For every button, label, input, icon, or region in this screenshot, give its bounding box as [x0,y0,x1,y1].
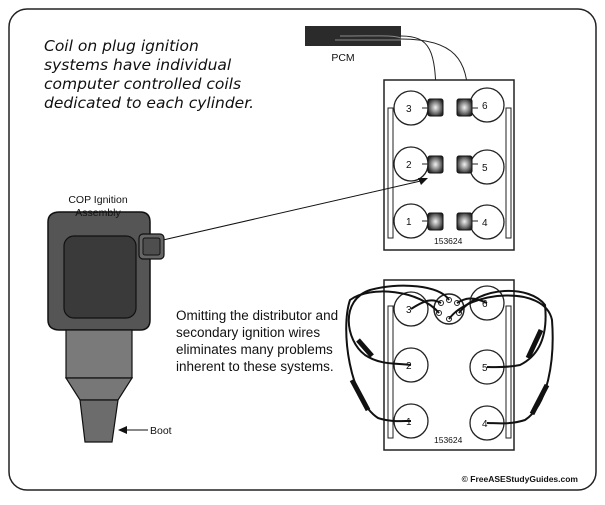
pointer-arrowhead [418,178,428,185]
omit-text: Omitting the distributor and secondary i… [176,308,339,374]
intro-text: Coil on plug ignition systems have indiv… [44,37,255,112]
cop-label-line2: Assembly [75,207,121,219]
cyl-num: 4 [482,218,488,229]
cyl-num: 1 [406,417,412,428]
cyl-num: 1 [406,217,412,228]
cyl-num: 3 [406,104,412,115]
cop-ignition-assembly [47,211,165,443]
cyl-num: 5 [482,363,488,374]
firing-order-bottom: 153624 [434,435,463,445]
cyl-num: 5 [482,163,488,174]
pointer-line [162,179,426,241]
firing-order-top: 153624 [434,236,463,246]
top-engine-block [383,79,515,251]
bottom-engine-block [345,279,554,451]
cop-label-line1: COP Ignition [68,194,127,206]
credit-text: © FreeASEStudyGuides.com [462,474,579,484]
boot-label: Boot [150,425,172,437]
cyl-num: 2 [406,361,412,372]
cyl-num: 4 [482,419,488,430]
cyl-num: 6 [482,299,488,310]
cyl-num: 6 [482,101,488,112]
cyl-num: 2 [406,160,412,171]
pcm-label: PCM [331,52,354,64]
cyl-num: 3 [406,305,412,316]
